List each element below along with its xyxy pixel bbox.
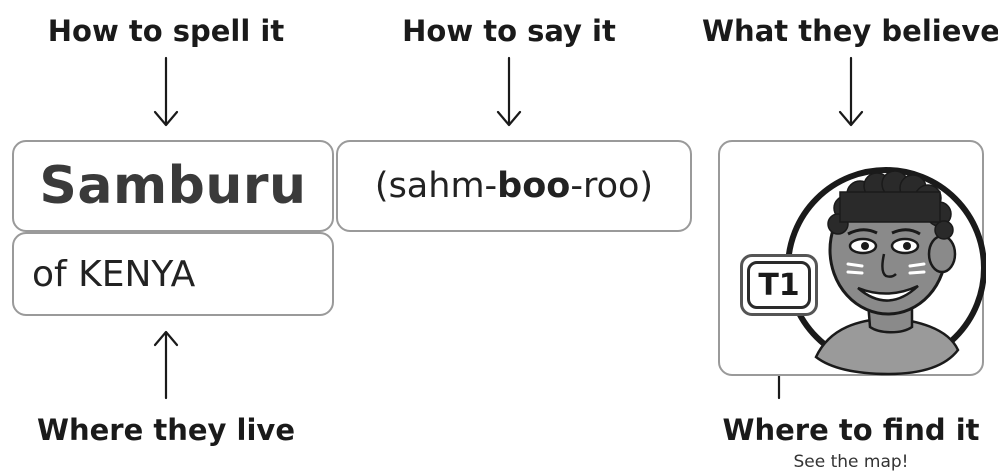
label-how-to-say: How to say it	[402, 14, 616, 48]
label-what-they-believe: What they believe	[702, 14, 998, 48]
pronunciation-close: -roo)	[570, 166, 654, 206]
map-note: See the map!	[793, 452, 909, 472]
map-code-badge: T1	[740, 254, 818, 316]
pronunciation-text: (sahm-boo-roo)	[338, 142, 690, 230]
arrow-down-believe	[838, 56, 864, 127]
pronunciation-box: (sahm-boo-roo)	[336, 140, 692, 232]
label-where-to-find: Where to find it	[722, 413, 980, 447]
country-box: of KENYA	[12, 232, 334, 316]
pronunciation-stress: boo	[497, 166, 571, 206]
name-box: Samburu	[12, 140, 334, 232]
person-portrait-icon	[785, 167, 987, 376]
group-name: Samburu	[39, 156, 307, 216]
country-text: of KENYA	[32, 253, 196, 295]
arrow-up-live	[153, 330, 179, 400]
label-where-they-live: Where they live	[37, 413, 295, 447]
arrow-down-spell	[153, 56, 179, 127]
map-code-text: T1	[747, 261, 811, 309]
portrait-box	[718, 140, 987, 376]
arrow-down-say	[496, 56, 522, 127]
label-how-to-spell: How to spell it	[47, 14, 285, 48]
pronunciation-open: (sahm-	[374, 166, 498, 206]
